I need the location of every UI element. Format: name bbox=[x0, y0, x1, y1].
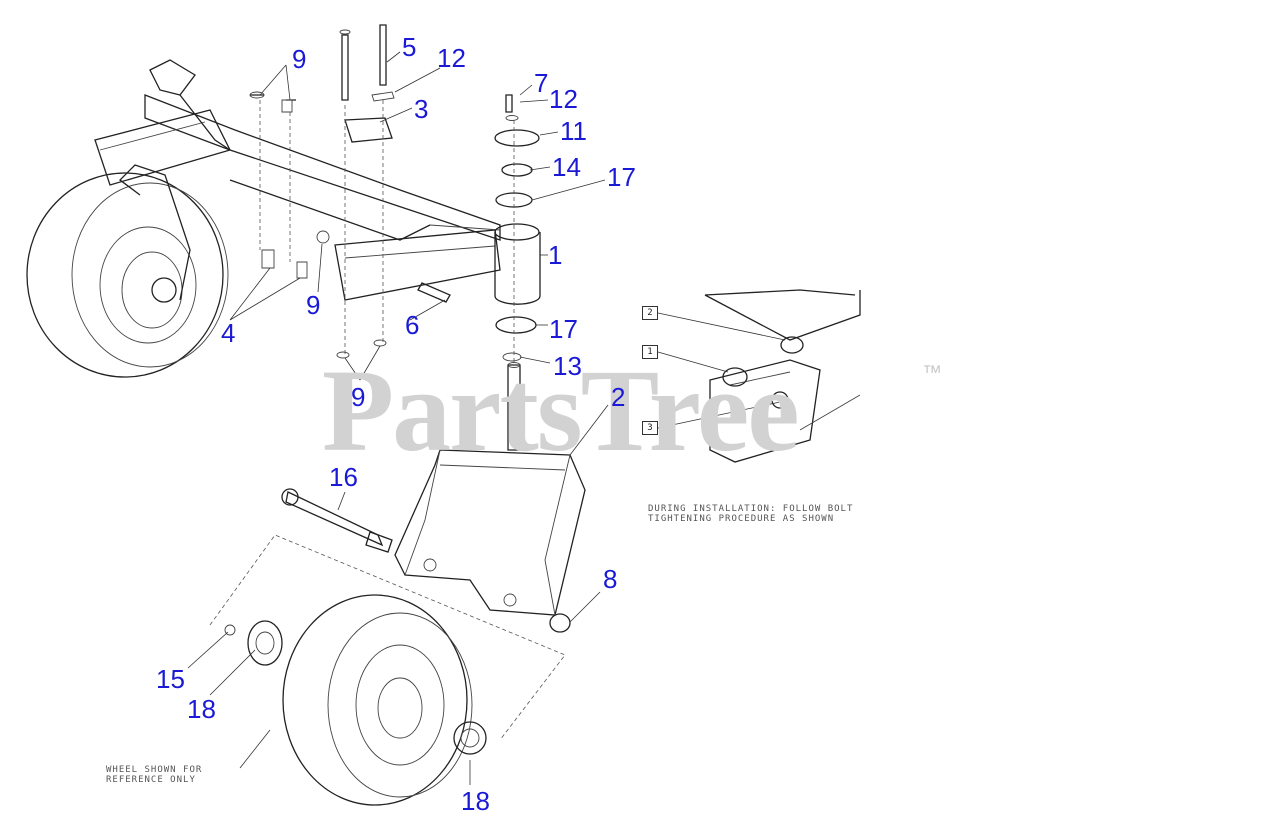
callout-12-right[interactable]: 12 bbox=[549, 84, 578, 114]
pivot-tube bbox=[494, 223, 541, 305]
callout-8[interactable]: 8 bbox=[603, 564, 618, 594]
trademark-symbol: ™ bbox=[922, 362, 942, 384]
assembly-lines bbox=[259, 100, 515, 365]
hardware bbox=[249, 24, 521, 451]
detail-tag-2: 2 bbox=[642, 306, 658, 320]
callout-6[interactable]: 6 bbox=[405, 310, 420, 340]
upper-wheel bbox=[26, 164, 229, 378]
caster-fork bbox=[394, 449, 586, 616]
lower-wheel bbox=[209, 534, 566, 806]
detail-tag-1: 1 bbox=[642, 345, 658, 359]
callout-9-middle[interactable]: 9 bbox=[306, 290, 321, 320]
callout-2[interactable]: 2 bbox=[611, 382, 626, 412]
callout-18-bottom[interactable]: 18 bbox=[461, 786, 490, 816]
wheel-note-line-1: WHEEL SHOWN FOR bbox=[106, 765, 203, 775]
callout-5[interactable]: 5 bbox=[402, 32, 417, 62]
callout-9-top[interactable]: 9 bbox=[292, 44, 307, 74]
wheel-note: WHEEL SHOWN FOR REFERENCE ONLY bbox=[106, 765, 202, 785]
bearing-stack bbox=[494, 94, 540, 362]
callout-15[interactable]: 15 bbox=[156, 664, 185, 694]
callout-11[interactable]: 11 bbox=[560, 116, 587, 146]
callout-4[interactable]: 4 bbox=[221, 318, 236, 348]
detail-tag-3: 3 bbox=[642, 421, 658, 435]
callout-17-bottom[interactable]: 17 bbox=[549, 314, 578, 344]
callout-13[interactable]: 13 bbox=[553, 351, 582, 381]
wheel-note-line-2: REFERENCE ONLY bbox=[106, 775, 196, 785]
axle-bolt bbox=[281, 488, 393, 553]
partstree-watermark: PartsTree bbox=[322, 345, 800, 476]
frame-bar bbox=[94, 59, 501, 301]
callout-18-left[interactable]: 18 bbox=[187, 694, 216, 724]
callout-7[interactable]: 7 bbox=[534, 68, 549, 98]
callout-1[interactable]: 1 bbox=[548, 240, 563, 270]
callout-14[interactable]: 14 bbox=[552, 152, 581, 182]
install-note-line-2: TIGHTENING PROCEDURE AS SHOWN bbox=[648, 514, 835, 524]
install-note-line-1: DURING INSTALLATION: FOLLOW BOLT bbox=[648, 504, 854, 514]
leader-lines bbox=[187, 51, 786, 785]
nut bbox=[549, 613, 571, 633]
callout-3[interactable]: 3 bbox=[414, 94, 429, 124]
callout-9-bottom[interactable]: 9 bbox=[351, 382, 366, 412]
callout-12-left[interactable]: 12 bbox=[437, 43, 466, 73]
install-note: DURING INSTALLATION: FOLLOW BOLT TIGHTEN… bbox=[648, 504, 853, 524]
callout-16[interactable]: 16 bbox=[329, 462, 358, 492]
callout-17-top[interactable]: 17 bbox=[607, 162, 636, 192]
inset-detail bbox=[704, 289, 861, 463]
